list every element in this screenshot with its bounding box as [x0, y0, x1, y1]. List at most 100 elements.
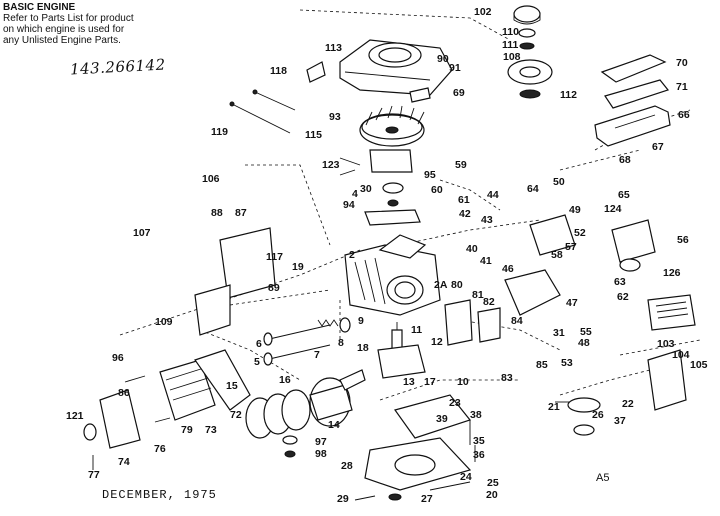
- crankcase-cover: [364, 437, 472, 501]
- callout-38: 38: [470, 409, 482, 421]
- callout-23: 23: [449, 397, 461, 409]
- callout-4: 4: [352, 188, 358, 200]
- callout-86: 86: [118, 387, 130, 399]
- callout-48: 48: [578, 337, 590, 349]
- callout-71: 71: [676, 81, 688, 93]
- washer-30: [382, 182, 404, 194]
- callout-44: 44: [487, 189, 499, 201]
- callout-93: 93: [329, 111, 341, 123]
- callout-74: 74: [118, 456, 130, 468]
- callout-30: 30: [360, 183, 372, 195]
- starter-cup-stack: [507, 5, 553, 99]
- callout-103: 103: [657, 338, 675, 350]
- rod-119: [231, 103, 291, 134]
- gasket-98: [284, 450, 296, 458]
- note-line-1: Refer to Parts List for product: [3, 13, 134, 24]
- callout-14: 14: [328, 419, 340, 431]
- callout-50: 50: [553, 176, 565, 188]
- callout-27: 27: [421, 493, 433, 505]
- callout-67: 67: [652, 141, 664, 153]
- callout-36: 36: [473, 449, 485, 461]
- part-49: [529, 214, 576, 256]
- callout-109: 109: [155, 316, 173, 328]
- callout-105: 105: [690, 359, 708, 371]
- callout-21: 21: [548, 401, 560, 413]
- callout-19: 19: [292, 261, 304, 273]
- callout-118: 118: [270, 65, 287, 77]
- callout-95: 95: [424, 169, 436, 181]
- callout-70: 70: [676, 57, 688, 69]
- callout-39: 39: [436, 413, 448, 425]
- callout-96: 96: [112, 352, 124, 364]
- callout-113: 113: [325, 42, 342, 54]
- callout-26: 26: [592, 409, 604, 421]
- washer-26: [573, 424, 595, 436]
- callout-117: 117: [266, 251, 283, 263]
- callout-102: 102: [474, 6, 492, 18]
- callout-46: 46: [502, 263, 514, 275]
- callout-73: 73: [205, 424, 217, 436]
- callout-59: 59: [455, 159, 467, 171]
- key-4: [387, 199, 399, 207]
- callout-88: 88: [211, 207, 223, 219]
- part-25: [429, 481, 471, 491]
- head-gasket: [194, 349, 251, 411]
- diagram-title: BASIC ENGINE: [3, 2, 76, 13]
- callout-64: 64: [527, 183, 539, 195]
- callout-52: 52: [574, 227, 586, 239]
- retainer-8: [339, 317, 351, 333]
- shroud-74: [99, 389, 141, 449]
- callout-110: 110: [502, 26, 519, 38]
- drawing-code: A5: [596, 472, 610, 484]
- callout-24: 24: [460, 471, 472, 483]
- callout-2a: 2A: [434, 279, 448, 291]
- callout-72: 72: [230, 409, 242, 421]
- callout-124: 124: [604, 203, 622, 215]
- callout-20: 20: [486, 489, 498, 501]
- callout-42: 42: [459, 208, 471, 220]
- callout-12: 12: [431, 336, 443, 348]
- note-line-3: any Unlisted Engine Parts.: [3, 35, 121, 46]
- air-cleaner-assembly: [594, 54, 671, 147]
- bolts-35-36: [469, 420, 476, 462]
- callout-2: 2: [349, 249, 355, 261]
- callout-104: 104: [672, 349, 690, 361]
- callout-15: 15: [226, 380, 238, 392]
- callout-11: 11: [411, 324, 422, 336]
- callout-85: 85: [536, 359, 548, 371]
- bolt-96: [124, 375, 146, 383]
- callout-112: 112: [560, 89, 577, 101]
- crankshaft: [377, 322, 426, 379]
- callout-28: 28: [341, 460, 353, 472]
- callout-41: 41: [480, 255, 492, 267]
- callout-82: 82: [483, 296, 495, 308]
- plug-97: [282, 435, 298, 445]
- callout-57: 57: [565, 241, 577, 253]
- callout-61: 61: [458, 194, 470, 206]
- callout-60: 60: [431, 184, 443, 196]
- callout-77: 77: [88, 469, 100, 481]
- callout-119: 119: [211, 126, 228, 138]
- callout-76: 76: [154, 443, 166, 455]
- callout-123: 123: [322, 159, 340, 171]
- callout-111: 111: [502, 39, 519, 51]
- piston-and-rings: [245, 377, 353, 439]
- callout-53: 53: [561, 357, 573, 369]
- callout-43: 43: [481, 214, 493, 226]
- note-line-2: on which engine is used for: [3, 24, 125, 35]
- callout-16: 16: [279, 374, 291, 386]
- flywheel: [359, 105, 425, 147]
- breather-47: [504, 269, 561, 316]
- callout-107: 107: [133, 227, 151, 239]
- callout-9: 9: [358, 315, 364, 327]
- connecting-rod: [339, 369, 366, 391]
- callout-115: 115: [305, 129, 322, 141]
- bolt-29: [354, 495, 376, 501]
- callout-126: 126: [663, 267, 681, 279]
- callout-87: 87: [235, 207, 247, 219]
- oil-seal-22: [567, 397, 601, 413]
- ignition-module: [339, 149, 413, 176]
- callout-40: 40: [466, 243, 478, 255]
